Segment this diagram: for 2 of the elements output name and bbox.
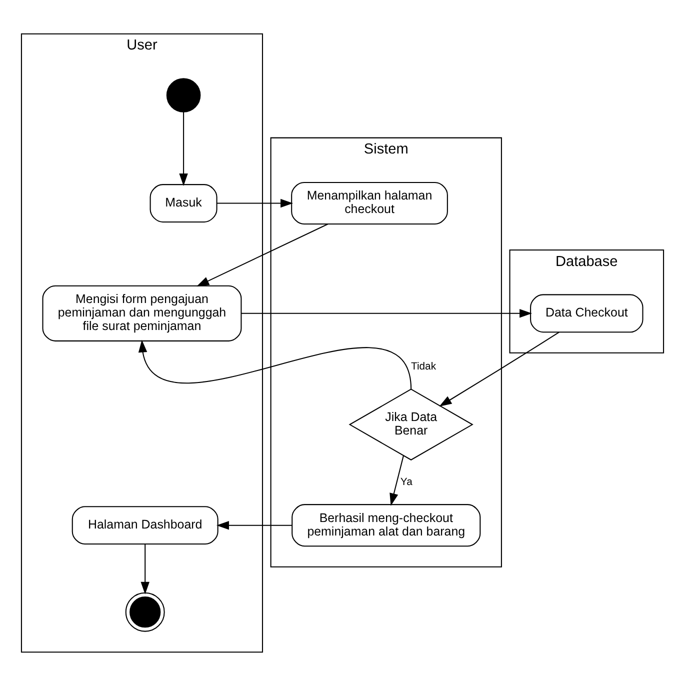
edge-label: Tidak [410,361,436,372]
edge-label: Ya [400,476,412,488]
